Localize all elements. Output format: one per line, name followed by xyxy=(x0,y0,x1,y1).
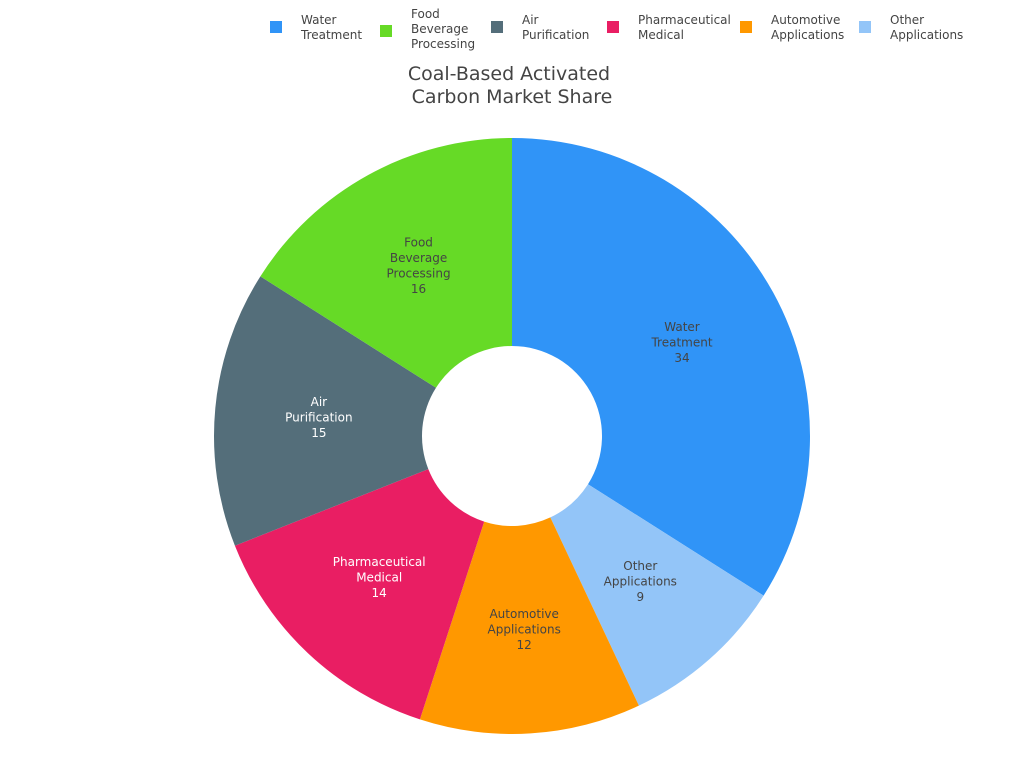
legend-marker xyxy=(859,21,871,33)
legend-marker xyxy=(380,25,392,37)
slice-label-line: Water xyxy=(664,320,700,334)
slice-other-applications xyxy=(550,484,764,706)
slice-label-line: Treatment xyxy=(650,336,712,350)
slice-air-purification xyxy=(214,276,437,546)
slice-value: 12 xyxy=(517,638,532,652)
slice-value: 9 xyxy=(636,590,644,604)
slice-label-line: Processing xyxy=(387,267,451,281)
slice-label-line: Automotive xyxy=(489,607,558,621)
slice-value: 16 xyxy=(411,282,426,296)
slice-water-treatment xyxy=(512,138,810,596)
slice-label-line: Other xyxy=(623,559,657,573)
slice-automotive-applications xyxy=(419,517,639,734)
legend-marker xyxy=(607,21,619,33)
slice-label-line: Food xyxy=(404,236,433,250)
chart-title-line: Carbon Market Share xyxy=(412,86,613,108)
slice-label-line: Medical xyxy=(356,570,402,584)
chart-title: Coal-Based Activated Carbon Market Share xyxy=(408,63,616,108)
slice-value: 14 xyxy=(372,586,387,600)
slice-pharmaceutical-medical xyxy=(234,469,485,720)
legend-marker xyxy=(491,21,503,33)
slice-value: 15 xyxy=(311,426,326,440)
slice-label-line: Beverage xyxy=(390,251,447,265)
slices xyxy=(214,138,810,734)
chart-title-line: Coal-Based Activated xyxy=(408,63,610,85)
slice-label-line: Air xyxy=(311,395,328,409)
slice-value: 34 xyxy=(674,351,689,365)
slice-label-line: Purification xyxy=(285,411,352,425)
legend-marker xyxy=(740,21,752,33)
slice-food-beverage-processing xyxy=(260,138,512,388)
slice-label-line: Applications xyxy=(488,623,561,637)
legend-marker xyxy=(270,21,282,33)
slice-label-line: Applications xyxy=(604,575,677,589)
slice-label-line: Pharmaceutical xyxy=(333,555,426,569)
